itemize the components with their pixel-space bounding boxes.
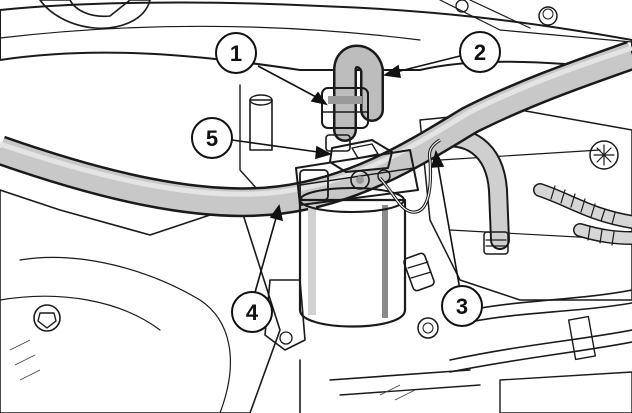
right-bracket-nut	[589, 140, 619, 170]
main-hose	[0, 40, 632, 218]
bolt-top-right	[538, 6, 558, 26]
filter-top-connector	[321, 87, 369, 129]
filter-canister	[298, 198, 407, 328]
bolt-bottom-center	[417, 317, 439, 339]
leader-lines	[231, 55, 461, 297]
right-inner-panel	[419, 109, 632, 301]
callout-5: 5	[191, 117, 233, 159]
callout-2: 2	[459, 31, 501, 73]
callout-2-label: 2	[474, 40, 486, 65]
callout-1: 1	[215, 32, 257, 74]
callout-3-label: 3	[456, 294, 468, 319]
callout-4: 4	[231, 291, 273, 333]
sensor-wire	[378, 138, 441, 214]
bolt-top-middle	[455, 0, 469, 13]
upper-hose	[333, 44, 384, 142]
right-vertical-hose	[420, 127, 510, 255]
callout-4-label: 4	[246, 300, 259, 325]
callout-3: 3	[441, 285, 483, 327]
water-sensor-plug	[403, 252, 435, 292]
ribbed-hose	[533, 183, 632, 246]
vertical-pipe	[249, 99, 273, 151]
top-left-bracket	[39, 0, 151, 30]
callout-5-label: 5	[206, 126, 218, 151]
bolt-bottom-left	[33, 304, 61, 332]
filter-head	[295, 149, 419, 206]
callout-1-label: 1	[230, 41, 242, 66]
bleed-screw-clamp	[325, 134, 393, 173]
left-inner-panel	[0, 189, 281, 413]
upper-body-panel	[0, 1, 632, 71]
fuel-filter	[295, 149, 419, 328]
